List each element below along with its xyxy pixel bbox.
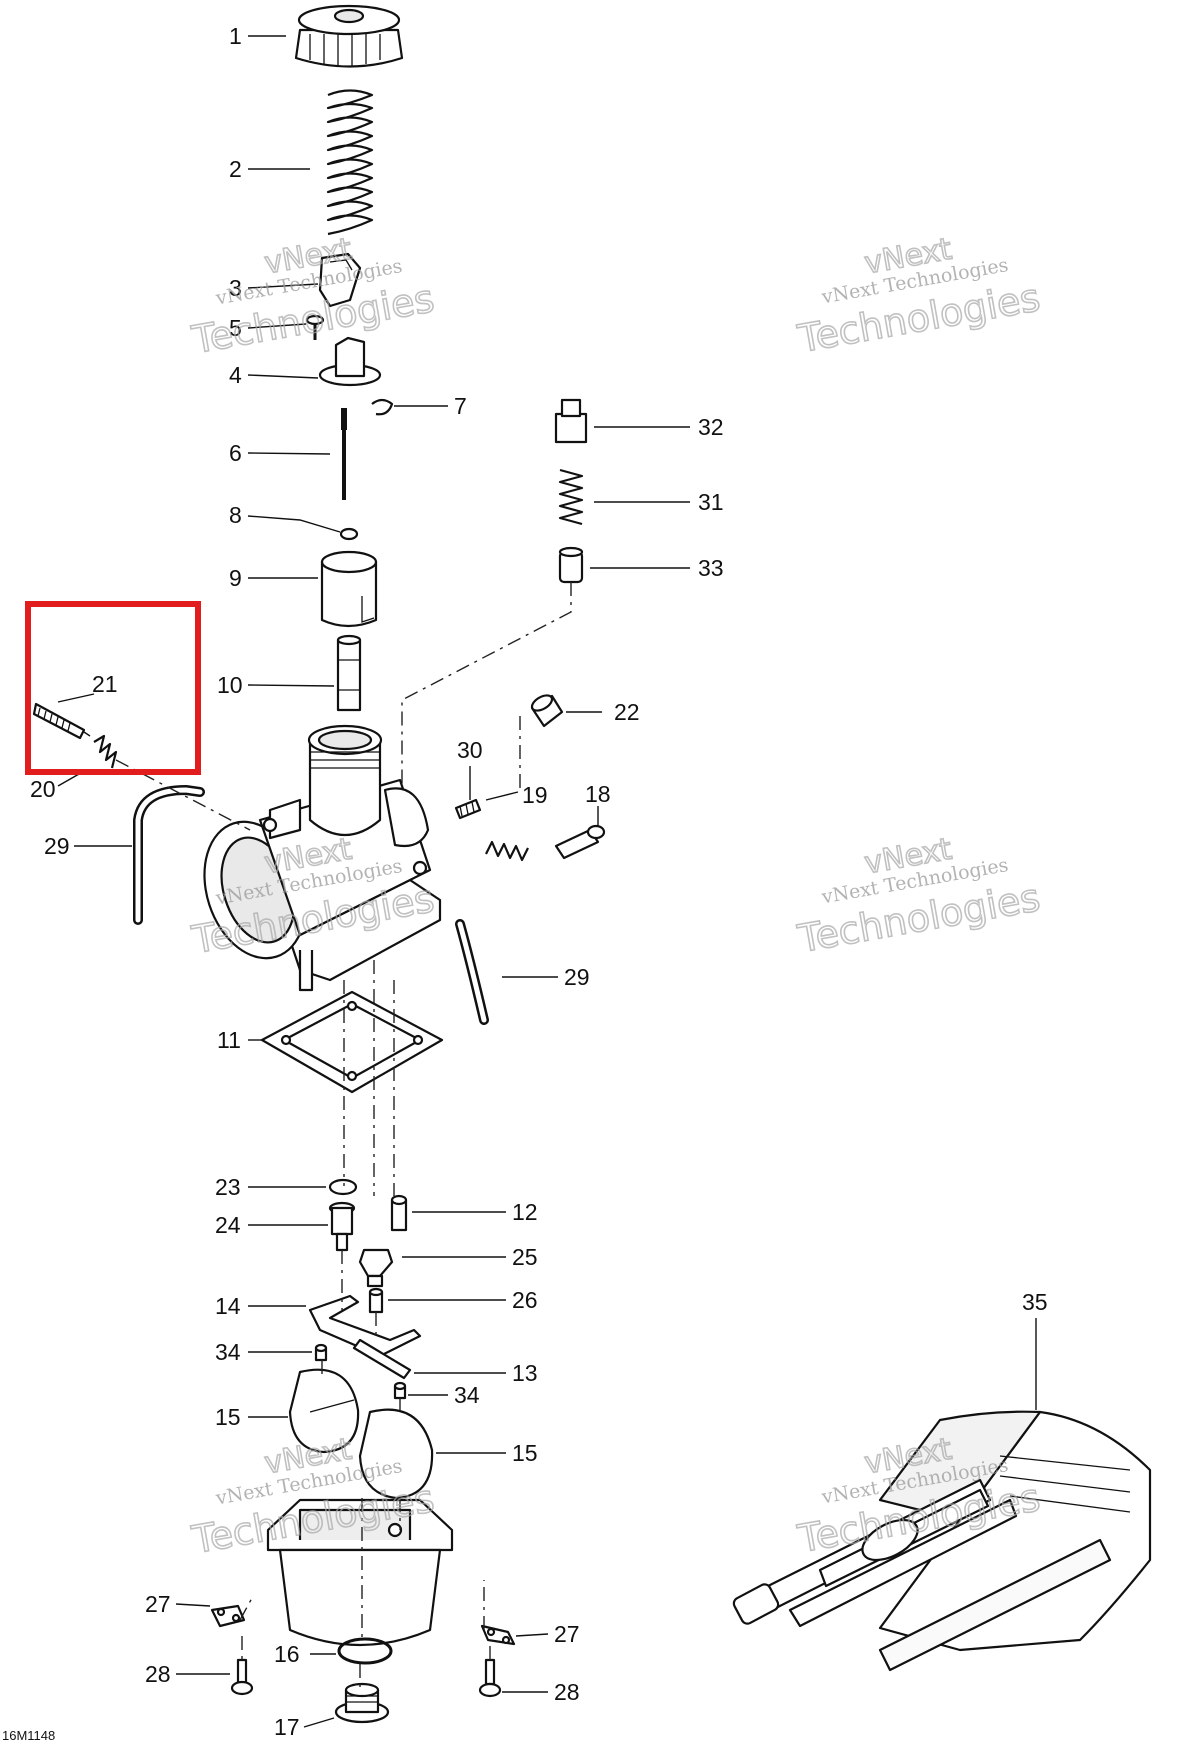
callout-26: 26 — [512, 1287, 538, 1313]
part-7-clip — [371, 398, 394, 416]
part-27-bracket-left — [210, 1604, 246, 1628]
callout-32: 32 — [698, 414, 724, 440]
part-11-gasket — [260, 990, 444, 1094]
callout-3: 3 — [229, 275, 242, 301]
leader-lines — [57, 35, 1037, 1728]
callout-1: 1 — [229, 23, 242, 49]
assembly-lines — [115, 582, 572, 1690]
callout-24: 24 — [215, 1212, 241, 1238]
part-1-cap — [294, 4, 404, 68]
callout-11: 11 — [217, 1027, 241, 1053]
callout-2: 2 — [229, 156, 242, 182]
callout-27-right: 27 — [554, 1621, 580, 1647]
watermark-4: vNext vNext Technologies Technologies — [793, 831, 1044, 962]
callout-15-right: 15 — [512, 1440, 538, 1466]
part-23-o-ring — [328, 1178, 358, 1196]
part-2-spring — [326, 89, 374, 236]
callout-29-right: 29 — [564, 964, 590, 990]
part-29-hose-left — [133, 785, 205, 925]
part-34-plug-b — [393, 1381, 407, 1400]
part-9-slide — [320, 550, 378, 628]
callout-33: 33 — [698, 555, 724, 581]
part-4-holder — [318, 336, 382, 387]
callout-30: 30 — [457, 737, 483, 763]
callout-31: 31 — [698, 489, 724, 515]
part-14-float-arm — [308, 1294, 422, 1358]
callout-14: 14 — [215, 1293, 241, 1319]
callout-5: 5 — [229, 315, 242, 341]
callout-34-left: 34 — [215, 1339, 241, 1365]
callout-23: 23 — [215, 1174, 241, 1200]
part-27-bracket-right — [480, 1624, 516, 1646]
part-15-float-right — [358, 1408, 434, 1500]
callout-13: 13 — [512, 1360, 538, 1386]
callout-28-left: 28 — [145, 1661, 171, 1687]
part-31-spring — [558, 468, 584, 526]
callout-35: 35 — [1022, 1289, 1048, 1315]
callout-9: 9 — [229, 565, 242, 591]
part-15-float-left — [288, 1368, 360, 1454]
part-12-pilot-jet — [390, 1194, 408, 1232]
part-29-hose-right — [455, 919, 489, 1025]
part-22-cap — [530, 694, 564, 728]
callout-19: 19 — [522, 782, 548, 808]
part-30-screw — [454, 798, 482, 820]
callout-18: 18 — [585, 781, 611, 807]
callout-22: 22 — [614, 699, 640, 725]
callout-8: 8 — [229, 502, 242, 528]
callout-27-left: 27 — [145, 1591, 171, 1617]
callout-15-left: 15 — [215, 1404, 241, 1430]
part-float-bowl — [266, 1498, 454, 1647]
part-32-nut — [554, 398, 588, 444]
watermark-1: vNext vNext Technologies Technologies — [188, 231, 439, 363]
callout-25: 25 — [512, 1244, 538, 1270]
figure-ref-code: 16M1148 — [2, 1728, 55, 1743]
part-carburetor-body — [203, 724, 442, 992]
part-16-o-ring — [337, 1637, 393, 1665]
part-33-plunger — [558, 546, 584, 584]
part-34-plug-a — [314, 1343, 328, 1362]
part-19-spring — [485, 840, 529, 862]
callout-10: 10 — [217, 672, 243, 698]
callout-6: 6 — [229, 440, 242, 466]
callout-17: 17 — [274, 1714, 300, 1740]
part-8-washer — [339, 527, 359, 541]
part-25-main-jet — [358, 1248, 394, 1288]
part-5-screw — [305, 314, 325, 340]
highlight-box — [25, 601, 201, 775]
callout-7: 7 — [454, 393, 467, 419]
part-21-air-screw — [32, 702, 91, 740]
part-35-tool-kit — [732, 1410, 1152, 1672]
part-26-jet — [368, 1287, 384, 1314]
callout-21: 21 — [92, 671, 118, 697]
part-17-drain-plug — [334, 1682, 390, 1724]
part-13-pin — [352, 1338, 412, 1380]
part-18-screw — [554, 824, 606, 860]
part-28-screw-right — [478, 1658, 502, 1698]
part-20-spring — [93, 734, 118, 769]
callout-12: 12 — [512, 1199, 538, 1225]
callout-28-right: 28 — [554, 1679, 580, 1705]
callout-numbers: 1 2 3 5 4 7 6 8 9 10 32 31 33 21 22 20 3… — [30, 23, 1048, 1740]
watermark-2: vNext vNext Technologies Technologies — [793, 231, 1044, 362]
part-24-jet — [328, 1201, 356, 1252]
callout-4: 4 — [229, 362, 242, 388]
part-28-screw-left — [230, 1658, 254, 1696]
callout-16: 16 — [274, 1641, 300, 1667]
callout-20: 20 — [30, 776, 56, 802]
part-3-plate — [318, 252, 362, 308]
part-10-jet — [336, 634, 362, 712]
callout-34-right: 34 — [454, 1382, 480, 1408]
callout-29-left: 29 — [44, 833, 70, 859]
